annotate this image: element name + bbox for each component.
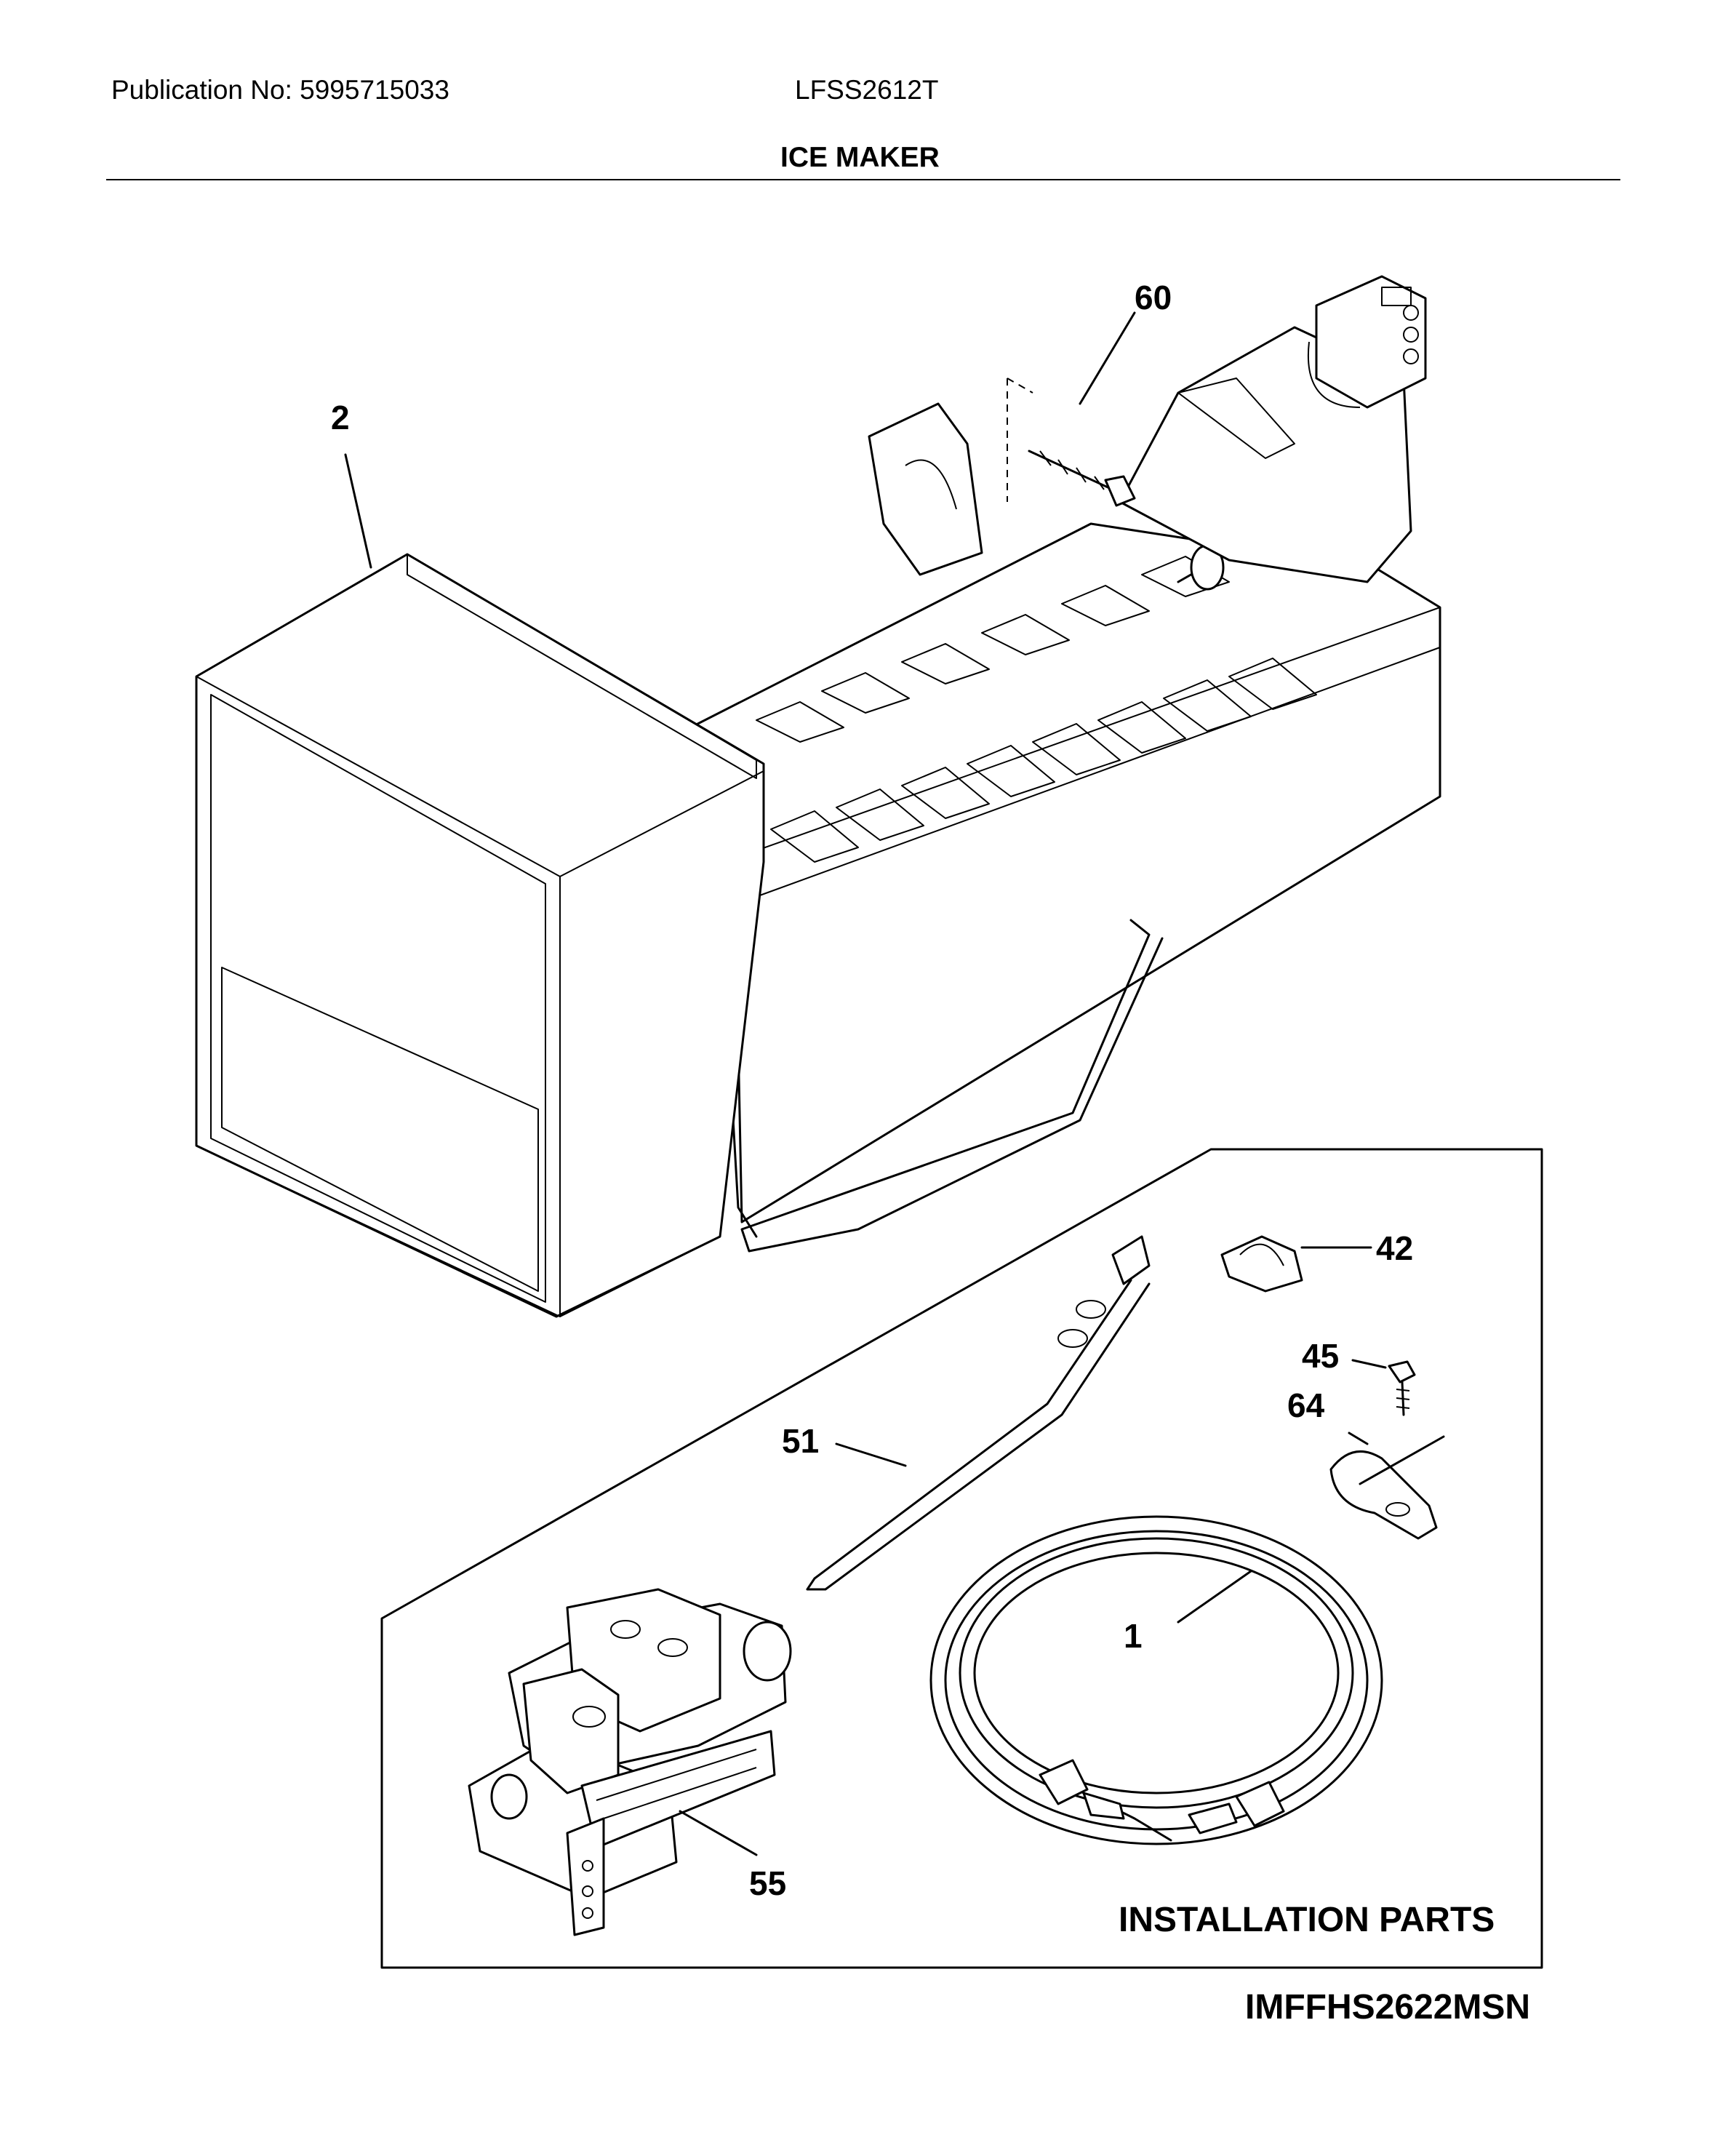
callout-60: 60 [1135,279,1172,316]
callout-51: 51 [782,1422,819,1460]
screw-part-45 [1351,1359,1416,1416]
ice-maker-assembly [195,275,1441,1318]
callout-2: 2 [331,399,350,436]
installation-parts-frame [380,1148,1543,1969]
callout-45: 45 [1302,1337,1339,1375]
callout-1: 1 [1124,1617,1143,1655]
water-line-coil-part-1 [929,1515,1383,1845]
ejector-fins-front [770,658,1317,863]
callout-64: 64 [1287,1386,1325,1424]
header-divider [106,179,1620,180]
diagram-code: IMFFHS2622MSN [1245,1988,1530,2027]
section-title: ICE MAKER [780,142,940,173]
fill-tube-part-51 [806,1235,1151,1591]
water-valve-part-55 [468,1588,792,1936]
front-control-box [195,553,765,1318]
wire-harness-connector [1307,275,1427,409]
publication-number: Publication No: 5995715033 [111,75,449,105]
leader-60 [1079,311,1136,405]
callout-42: 42 [1376,1229,1413,1267]
ejector-fins-back [756,556,1230,743]
clip-part-42 [1220,1235,1372,1293]
screw-part-60 [1007,378,1136,507]
model-number: LFSS2612T [795,75,939,105]
callout-55: 55 [749,1864,786,1902]
tube-clamp-part-64 [1329,1432,1445,1540]
installation-parts-label: INSTALLATION PARTS [1119,1901,1495,1939]
leader-2 [344,453,372,569]
